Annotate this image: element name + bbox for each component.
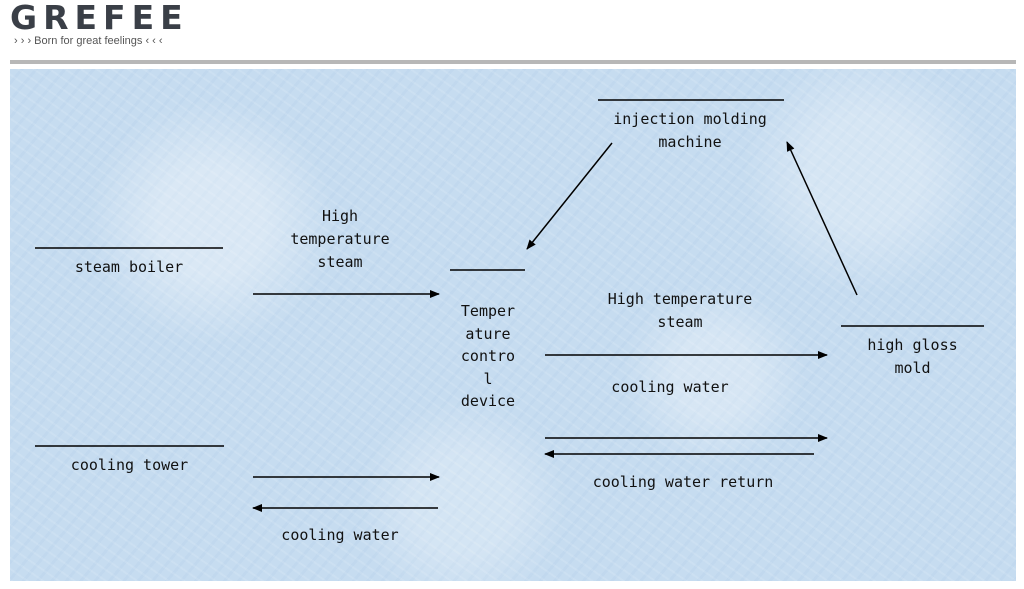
arrow-machine-to-device: [526, 142, 613, 250]
device-label-line: Temper: [460, 302, 516, 320]
node-injection-molding-machine: injection molding machine: [590, 108, 790, 154]
mold-label-line: mold: [894, 359, 931, 377]
machine-label-line: injection molding: [613, 110, 767, 128]
edge-label-mold-steam: High temperature steam: [580, 288, 780, 334]
diagram-connectors: [35, 99, 984, 512]
node-high-gloss-mold: high gloss mold: [841, 334, 984, 380]
node-temperature-control-device: Temper ature contro l device: [446, 300, 530, 413]
page-header: GREFEE › › › Born for great feelings ‹ ‹…: [0, 0, 1024, 64]
edge-label-line: temperature: [290, 230, 390, 248]
edge-label-cooling-water-return: cooling water return: [592, 473, 774, 491]
machine-label-line: machine: [658, 133, 722, 151]
device-label-line: contro: [460, 347, 516, 365]
diagram-canvas: steam boiler cooling tower Temper ature …: [10, 69, 1016, 581]
node-steam-boiler: steam boiler: [74, 258, 184, 276]
brand-tagline: › › › Born for great feelings ‹ ‹ ‹: [14, 35, 163, 47]
device-label-line: ature: [465, 324, 511, 343]
edge-label-line: High temperature: [607, 290, 753, 308]
edge-label-tower-cooling-water: cooling water: [281, 526, 399, 544]
device-label-line: l: [483, 369, 493, 388]
arrow-mold-to-machine: [786, 141, 858, 296]
header-divider: [10, 60, 1016, 64]
edge-label-boiler-steam: High temperature steam: [265, 205, 415, 274]
edge-label-mold-cooling-water: cooling water: [611, 378, 729, 396]
node-cooling-tower: cooling tower: [70, 456, 189, 474]
mold-label-line: high gloss: [867, 336, 958, 354]
edge-label-line: steam: [317, 253, 363, 271]
edge-label-line: steam: [657, 313, 703, 331]
brand-logo: GREFEE: [10, 0, 189, 37]
edge-label-line: High: [321, 207, 359, 225]
device-label-line: device: [460, 392, 516, 410]
